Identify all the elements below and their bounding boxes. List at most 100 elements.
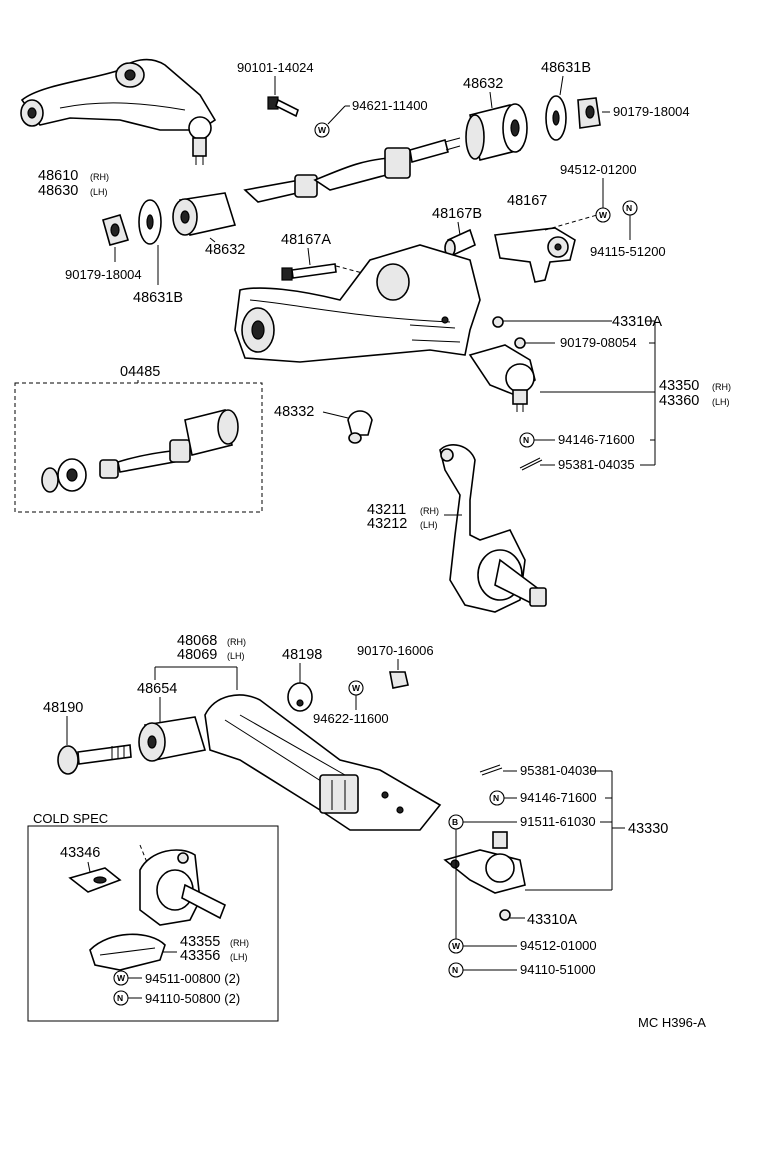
bushing-48632-lower (172, 192, 237, 236)
washer-symbol-94622: W (348, 680, 364, 696)
label-43350: 43350 (659, 378, 699, 394)
nut-symbol-94110-51000: N (448, 962, 464, 978)
label-48631b-lower: 48631B (133, 290, 183, 306)
washer-symbol-94621: W (314, 122, 330, 138)
bump-stopper-48332 (347, 410, 373, 444)
svg-text:W: W (452, 941, 461, 951)
label-48631b-top: 48631B (541, 60, 591, 76)
upper-control-arm-middle (234, 244, 481, 363)
label-43350-rh: (RH) (712, 382, 731, 392)
label-48610-rh: (RH) (90, 172, 109, 182)
svg-text:N: N (117, 993, 123, 1003)
label-48068-rh: (RH) (227, 637, 246, 647)
svg-text:N: N (452, 965, 458, 975)
washer-symbol-94512-01200: W (595, 207, 611, 223)
svg-text:W: W (352, 683, 361, 693)
label-94110-51000: 94110-51000 (520, 962, 596, 977)
diagram-code: MC H396-A (638, 1015, 706, 1030)
bolt-48167a (281, 263, 337, 281)
washer-symbol-94512-01000: W (448, 938, 464, 954)
label-94110-50800: 94110-50800 (2) (145, 991, 240, 1006)
label-94512-01000: 94512-01000 (520, 938, 597, 953)
label-43360: 43360 (659, 393, 699, 409)
label-43356: 43356 (180, 948, 220, 964)
label-48167b: 48167B (432, 206, 482, 222)
washer-symbol-94511: W (113, 970, 129, 986)
svg-text:W: W (117, 973, 126, 983)
label-48630: 48630 (38, 183, 78, 199)
cam-plate-48198 (287, 682, 313, 712)
label-90179-18004-top: 90179-18004 (613, 104, 690, 119)
label-48190: 48190 (43, 700, 83, 716)
svg-text:B: B (452, 817, 458, 827)
ball-joint-43350 (468, 344, 536, 412)
label-94146-71600-lower: 94146-71600 (520, 790, 597, 805)
label-43310a-top: 43310A (612, 314, 662, 330)
lower-arm-48068 (204, 694, 442, 831)
label-48632-top: 48632 (463, 76, 503, 92)
label-90170-16006: 90170-16006 (357, 643, 434, 658)
svg-text:N: N (626, 203, 632, 213)
cold-spec-box (27, 825, 279, 1022)
bracket-48167 (494, 227, 576, 283)
nut-symbol-94146-top: N (519, 432, 535, 448)
washer-48631b-top (545, 95, 567, 141)
label-43211-rh: (RH) (420, 506, 439, 516)
kit-04485-parts (41, 409, 239, 493)
label-43310a-lower: 43310A (527, 912, 577, 928)
bolt-48190 (57, 744, 132, 775)
label-94146-71600-top: 94146-71600 (558, 432, 635, 447)
label-43212: 43212 (367, 516, 407, 532)
bracket-43350 (540, 320, 656, 466)
bushing-48632-top (465, 103, 528, 161)
upper-arm-48610 (20, 58, 217, 165)
label-48654: 48654 (137, 681, 177, 697)
label-94622-11600: 94622-11600 (313, 711, 389, 726)
label-43356-lh: (LH) (230, 952, 248, 962)
label-94512-01200: 94512-01200 (560, 162, 637, 177)
label-48610: 48610 (38, 168, 78, 184)
label-43360-lh: (LH) (712, 397, 730, 407)
label-90101-14024: 90101-14024 (237, 60, 314, 75)
label-43346: 43346 (60, 845, 100, 861)
bolt-90101-icon (267, 96, 299, 118)
nut-90170 (389, 671, 409, 689)
nut-90179-top (577, 97, 601, 129)
washer-48631b-lower (138, 199, 162, 245)
steering-knuckle-43211 (439, 444, 547, 613)
bushing-48654 (138, 716, 207, 762)
label-48069-lh: (LH) (227, 651, 245, 661)
label-95381-04030: 95381-04030 (520, 763, 597, 778)
label-04485: 04485 (120, 364, 160, 380)
knuckle-cold-spec (139, 844, 227, 926)
nut-symbol-94115: N (622, 200, 638, 216)
label-91511-61030: 91511-61030 (520, 814, 596, 829)
nut-symbol-94110-50800: N (113, 990, 129, 1006)
bolt-symbol-91511: B (448, 814, 464, 830)
label-90179-18004-lower: 90179-18004 (65, 267, 142, 282)
label-94621-11400: 94621-11400 (352, 98, 428, 113)
label-43212-lh: (LH) (420, 520, 438, 530)
svg-text:W: W (318, 125, 327, 135)
label-48632-lower: 48632 (205, 242, 245, 258)
upper-arm-shaft (243, 137, 461, 203)
svg-text:N: N (523, 435, 529, 445)
shim-43346 (68, 867, 122, 893)
label-48198: 48198 (282, 647, 322, 663)
ball-joint-43330 (443, 831, 526, 894)
label-48630-lh: (LH) (90, 187, 108, 197)
svg-text:N: N (493, 793, 499, 803)
nut-90179-lower (102, 214, 130, 246)
nut-symbol-94146-lower: N (489, 790, 505, 806)
label-48332: 48332 (274, 404, 314, 420)
label-48167: 48167 (507, 193, 547, 209)
label-95381-04035: 95381-04035 (558, 457, 635, 472)
svg-text:W: W (599, 210, 608, 220)
label-94511-00800: 94511-00800 (2) (145, 971, 240, 986)
label-43355: 43355 (180, 934, 220, 950)
label-48068: 48068 (177, 633, 217, 649)
label-43211: 43211 (367, 502, 406, 518)
label-48167a: 48167A (281, 232, 331, 248)
bracket-43330 (525, 770, 625, 891)
